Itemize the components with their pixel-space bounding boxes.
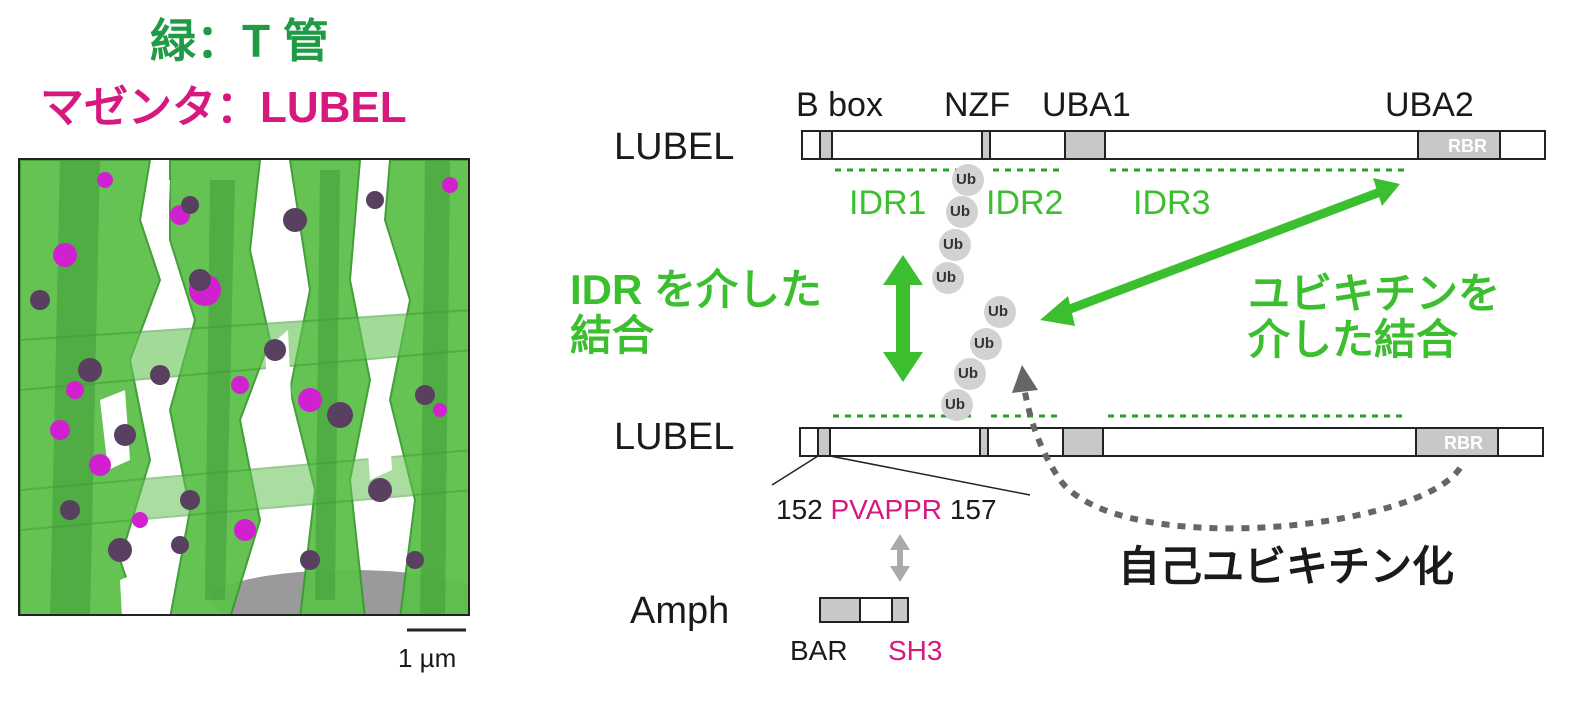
amph-binding-arrow <box>890 534 910 582</box>
uba1-label: UBA1 <box>1042 86 1131 124</box>
lubel-bottom-bar <box>799 427 1544 457</box>
amph-bar <box>819 597 909 623</box>
motif-sequence: PVAPPR <box>830 494 943 525</box>
legend-green: 緑：T 管 <box>150 15 329 67</box>
sh3-domain-label: SH3 <box>888 635 943 666</box>
lubel-top-label: LUBEL <box>614 126 735 168</box>
ub-label: Ub <box>945 396 965 413</box>
t-tubule-render <box>20 160 468 614</box>
uba2-label: UBA2 <box>1385 86 1474 124</box>
lubel-bottom-label: LUBEL <box>614 416 735 458</box>
legend-magenta: マゼンタ：LUBEL <box>40 83 407 132</box>
ub-binding-label-1: ユビキチンを <box>1248 270 1501 317</box>
ub-label: Ub <box>943 236 963 253</box>
auto-ub-arrow <box>1012 365 1463 532</box>
ub-label: Ub <box>974 335 994 352</box>
rbr-label-bottom: RBR <box>1444 433 1483 453</box>
ub-label: Ub <box>958 365 978 382</box>
rbr-label-top: RBR <box>1448 136 1487 156</box>
ub-binding-label-2: 介した結合 <box>1248 316 1459 363</box>
ub-chain-top <box>932 164 984 294</box>
ub-label: Ub <box>956 171 976 188</box>
idr-binding-label-1: IDR を介した <box>570 266 823 313</box>
lubel-top-bar <box>801 130 1546 160</box>
ub-binding-arrow <box>1040 178 1400 326</box>
ub-label: Ub <box>950 203 970 220</box>
idr2-label: IDR2 <box>986 184 1064 222</box>
ub-label: Ub <box>936 269 956 286</box>
motif-start: 152 <box>776 494 823 525</box>
auto-ub-label: 自己ユビキチン化 <box>1118 543 1455 590</box>
idr3-label: IDR3 <box>1133 184 1211 222</box>
idr-binding-arrow <box>883 255 923 382</box>
ub-label: Ub <box>988 303 1008 320</box>
idr1-label: IDR1 <box>849 184 927 222</box>
nzf-label: NZF <box>944 86 1011 124</box>
scale-bar-label: 1 µm <box>398 643 457 673</box>
microscopy-image <box>18 158 470 616</box>
idr-binding-label-2: 結合 <box>570 312 655 359</box>
bbox-label: B box <box>796 86 883 124</box>
amph-label: Amph <box>630 590 730 632</box>
motif-label: 152 PVAPPR 157 <box>776 496 997 524</box>
ub-chain-bottom <box>941 296 1016 421</box>
motif-end: 157 <box>949 494 997 525</box>
bar-domain-label: BAR <box>790 635 848 666</box>
